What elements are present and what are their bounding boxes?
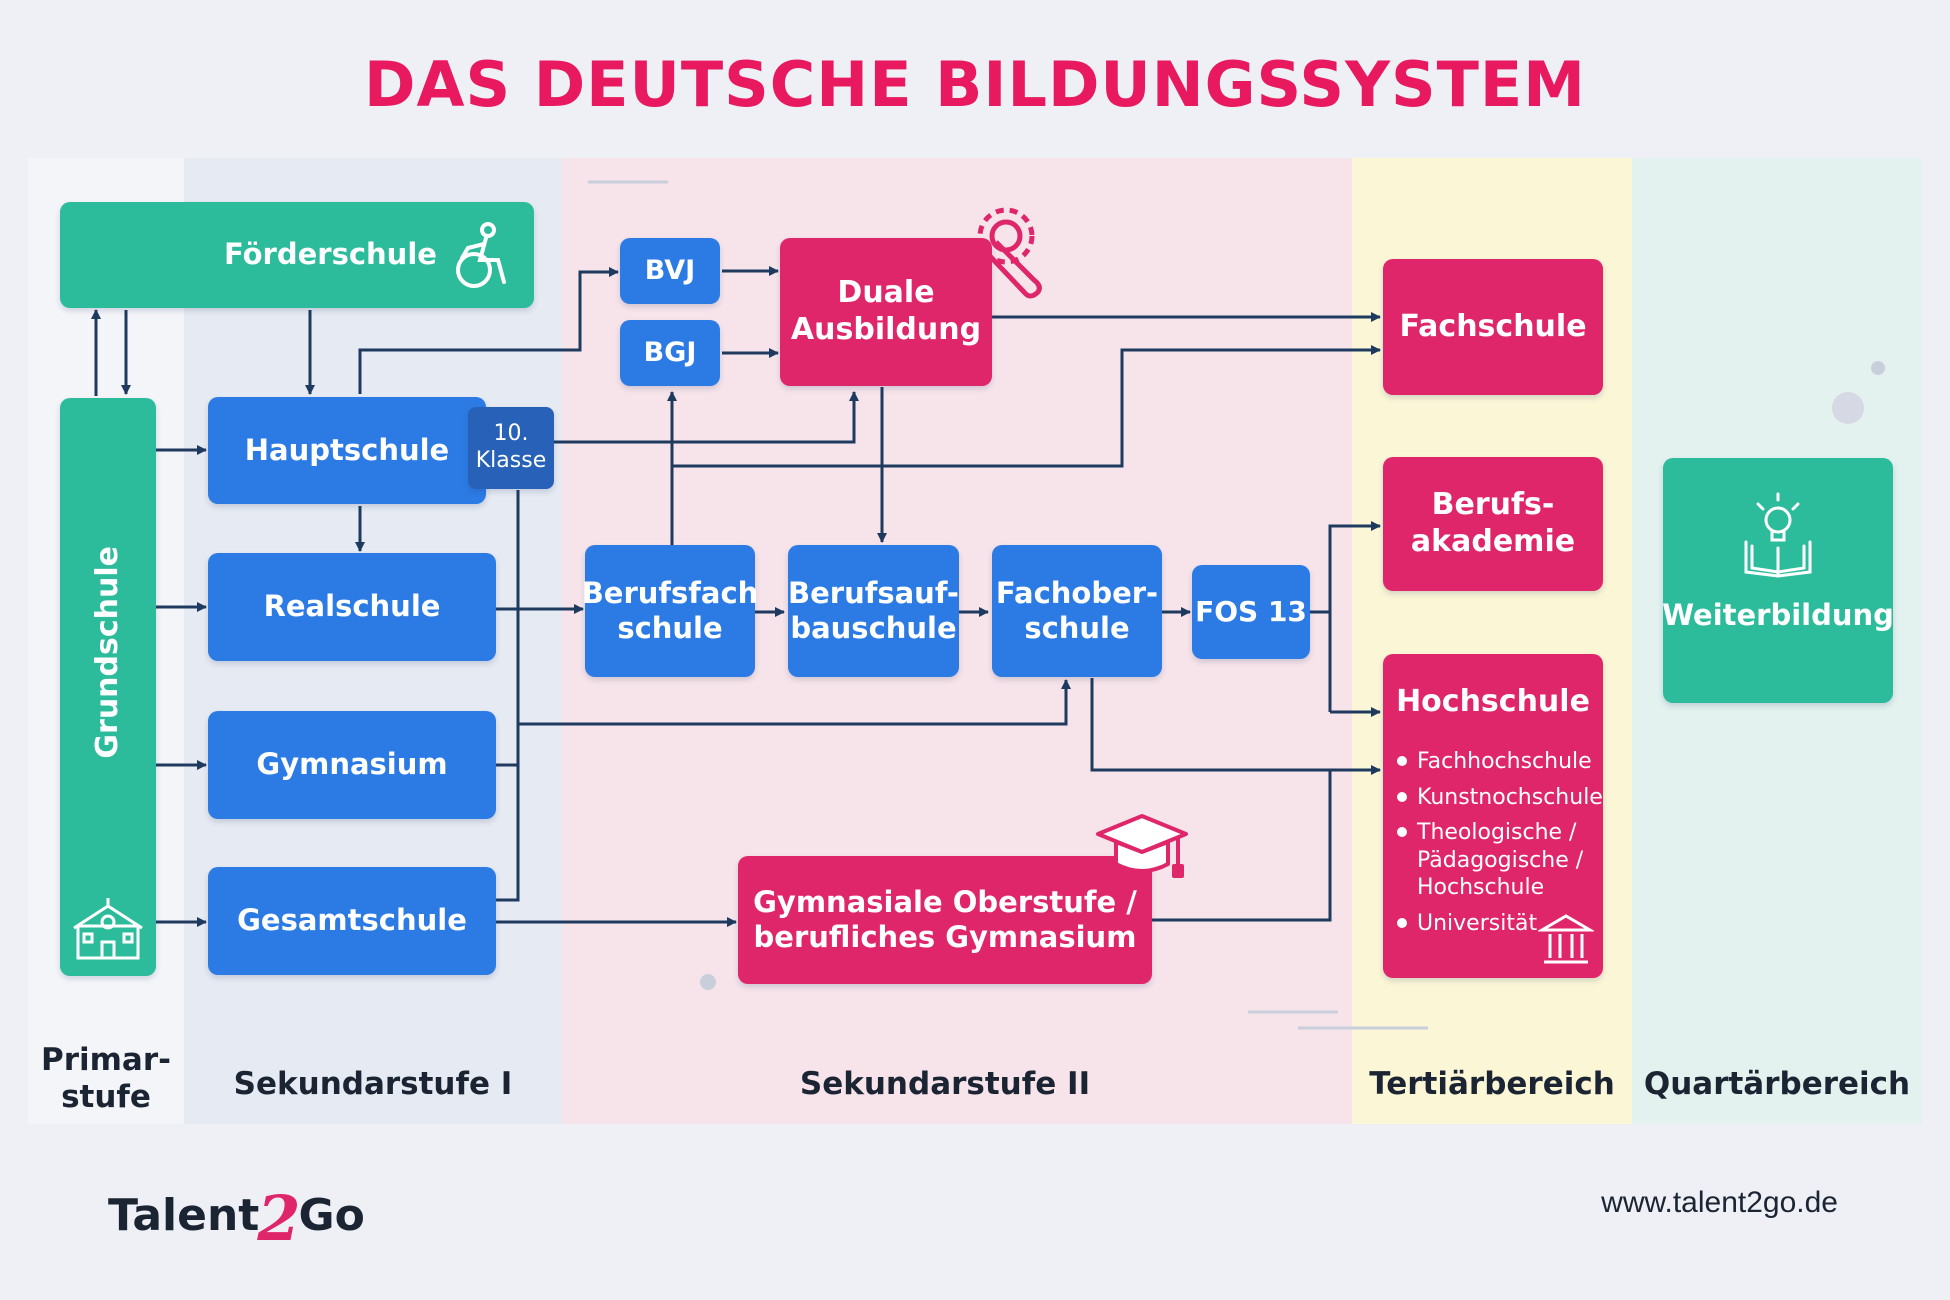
berufsakademie-box: Berufs- akademie: [1383, 457, 1603, 591]
gesamtschule-label: Gesamtschule: [237, 903, 467, 938]
hochschule-label: Hochschule: [1396, 684, 1590, 719]
fos-13-box: FOS 13: [1192, 565, 1310, 659]
realschule-label: Realschule: [263, 589, 441, 624]
fos-13-label: FOS 13: [1195, 594, 1307, 628]
hauptschule-box: Hauptschule: [208, 397, 486, 504]
grundschule-box: Grundschule: [60, 398, 156, 976]
fachschule-label: Fachschule: [1399, 308, 1587, 344]
talent2go-logo: Talent2Go: [108, 1182, 365, 1255]
berufsfachschule-box: Berufsfach schule: [582, 545, 758, 677]
bgj-label: BGJ: [643, 336, 697, 368]
berufsaufbauschule-label: Berufsauf- bauschule: [788, 575, 959, 645]
website-url: www.talent2go.de: [1601, 1186, 1838, 1219]
fachoberschule-box: Fachober- schule: [992, 545, 1162, 677]
realschule-box: Realschule: [208, 553, 496, 661]
gymnasiale-oberstufe-label: Gymnasiale Oberstufe / berufliches Gymna…: [753, 884, 1137, 954]
klasse-10-box: 10. Klasse: [468, 407, 554, 489]
stage-tertiaerbereich: Tertiärbereich: [1369, 1066, 1615, 1102]
stage-quartaerbereich: Quartärbereich: [1643, 1066, 1911, 1102]
gymnasiale-oberstufe-box: Gymnasiale Oberstufe / berufliches Gymna…: [738, 856, 1152, 984]
gymnasium-label: Gymnasium: [256, 747, 448, 782]
stage-sekundarstufe-1: Sekundarstufe I: [233, 1066, 513, 1102]
gymnasium-box: Gymnasium: [208, 711, 496, 819]
wheelchair-icon: [456, 222, 506, 288]
list-item: Universität: [1397, 910, 1597, 938]
bvj-label: BVJ: [644, 254, 696, 286]
weiterbildung-label: Weiterbildung: [1662, 597, 1894, 632]
graduation-cap-icon: [1096, 814, 1188, 878]
bvj-box: BVJ: [620, 238, 720, 304]
university-icon: [1538, 914, 1594, 964]
list-item: Fachhochschule: [1397, 748, 1597, 776]
duale-ausbildung-label: Duale Ausbildung: [790, 275, 982, 347]
hochschule-box: Hochschule: [1383, 654, 1603, 978]
fachoberschule-label: Fachober- schule: [995, 575, 1159, 645]
lightbulb-book-icon: [1744, 492, 1812, 578]
school-building-icon: [73, 898, 143, 960]
list-item: Kunstnochschule: [1397, 784, 1603, 812]
hochschule-list: Fachhochschule Kunstnochschule Theologis…: [1397, 748, 1603, 945]
stage-sekundarstufe-2: Sekundarstufe II: [799, 1066, 1091, 1102]
fachschule-box: Fachschule: [1383, 259, 1603, 395]
klasse-10-label: 10. Klasse: [475, 421, 547, 473]
foerderschule-label: Förderschule: [224, 237, 437, 272]
gears-wrench-icon: [949, 207, 1042, 299]
foerderschule-box: Förderschule: [60, 202, 534, 308]
berufsakademie-label: Berufs- akademie: [1410, 487, 1576, 559]
grundschule-label: Grundschule: [89, 545, 125, 759]
stage-primarstufe: Primar- stufe: [40, 1042, 171, 1116]
berufsaufbauschule-box: Berufsauf- bauschule: [788, 545, 959, 677]
bgj-box: BGJ: [620, 320, 720, 386]
list-item: Theologische / Pädagogische / Hochschule: [1397, 819, 1597, 902]
gesamtschule-box: Gesamtschule: [208, 867, 496, 975]
page-title: DAS DEUTSCHE BILDUNGSSYSTEM: [364, 48, 1586, 121]
hauptschule-label: Hauptschule: [244, 432, 450, 467]
berufsfachschule-label: Berufsfach schule: [581, 575, 759, 645]
